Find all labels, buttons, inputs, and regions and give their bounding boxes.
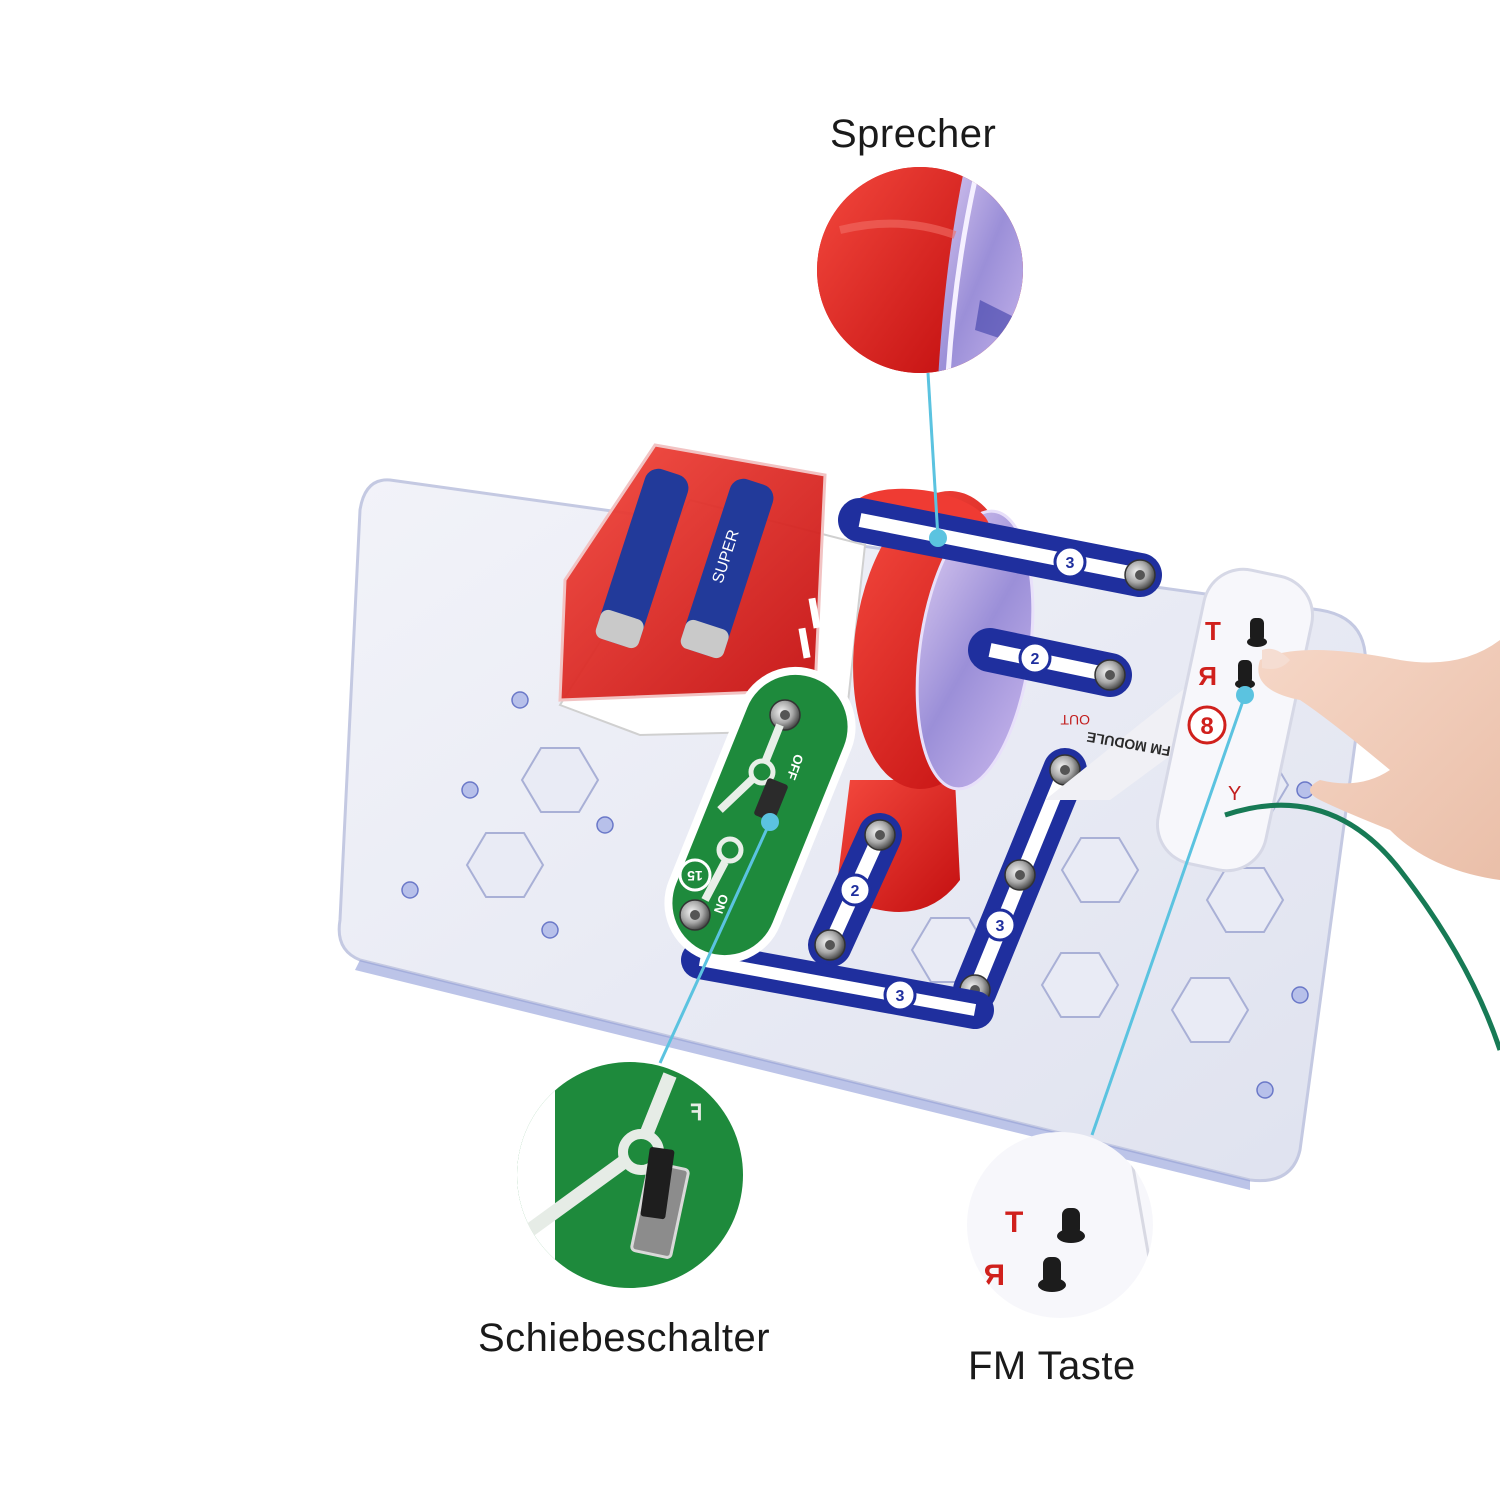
fm-leader-line [1090, 694, 1247, 1136]
battery-module: SUPER + [558, 443, 867, 737]
switch-module: OFF ON 15 [664, 666, 856, 964]
fm-r-label: R [1198, 661, 1217, 691]
slide-switch-label: Schiebeschalter [478, 1316, 771, 1360]
wire-number: 2 [1031, 651, 1040, 668]
wire-3-right: 3 [953, 748, 1087, 1012]
speaker-closeup [817, 167, 1023, 373]
blue-wires: 3 2 OUT 2 [681, 498, 1162, 1029]
svg-text:+: + [840, 560, 853, 585]
wire-number: 3 [996, 918, 1005, 935]
wire-2-middle: 2 OUT [968, 628, 1132, 728]
hand [1258, 640, 1500, 880]
switch-leader-line [658, 821, 772, 1064]
speaker-label: Sprecher [830, 112, 997, 156]
fm-module-number: 8 [1200, 713, 1213, 740]
fm-t-button[interactable] [1247, 618, 1267, 647]
callout-lines [658, 372, 1254, 1136]
closeup-r-label: R [983, 1259, 1005, 1292]
svg-text:ꟻ: ꟻ [690, 1100, 703, 1125]
antenna-icon: Y [1228, 783, 1241, 805]
wire-number: 3 [1066, 555, 1075, 572]
wire-3-top: 3 [838, 498, 1162, 597]
speaker-leader-line [926, 372, 940, 539]
wire-3-bottom: 3 [681, 941, 994, 1029]
closeup-t-label: T [1005, 1206, 1023, 1239]
fm-button-closeup: T R [967, 1132, 1153, 1318]
antenna-wire [1224, 802, 1500, 1051]
fm-button-label: FM Taste [968, 1344, 1136, 1388]
switch-number: 15 [687, 868, 703, 884]
wire-number: 2 [851, 883, 860, 900]
closeup-t-button [1057, 1208, 1085, 1243]
fm-r-button[interactable] [1235, 660, 1255, 689]
out-label: OUT [1060, 712, 1090, 728]
wire-number: 3 [896, 988, 905, 1005]
fm-t-label: T [1205, 616, 1221, 646]
wire-2-left: 2 [808, 813, 902, 967]
closeup-r-button [1038, 1257, 1066, 1292]
switch-closeup: ꟻ [517, 1062, 743, 1288]
on-label: ON [711, 892, 732, 915]
